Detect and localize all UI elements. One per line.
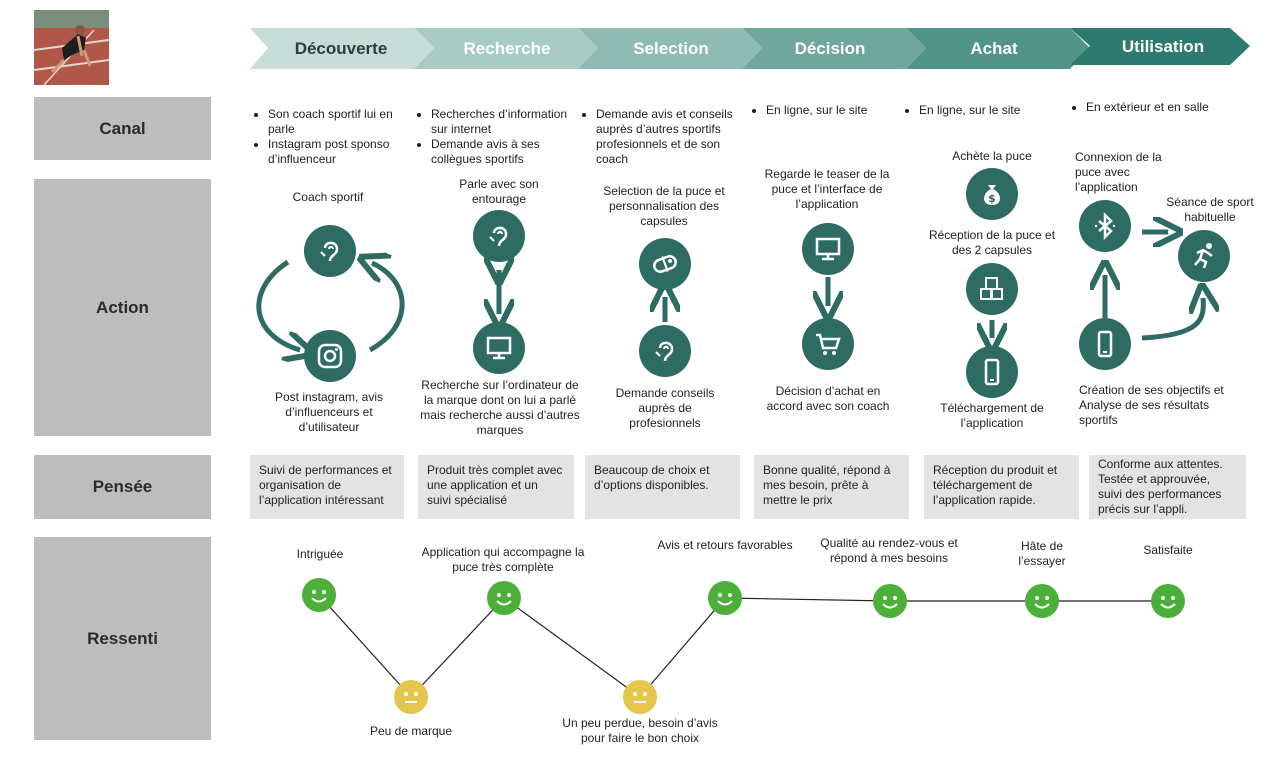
ear-icon: [304, 225, 356, 277]
neutral-face-icon: [623, 680, 657, 714]
row-label-ressenti: Ressenti: [34, 537, 211, 740]
smartphone-icon: [966, 346, 1018, 398]
action-selection-puce: Selection de la puce et personnalisation…: [603, 184, 725, 228]
action-teaser: Regarde le teaser de la puce et l’interf…: [764, 167, 890, 211]
money-bag-icon: $: [966, 168, 1018, 220]
canal-item: Son coach sportif lui en parle: [268, 107, 414, 137]
stage-label: Achat: [970, 38, 1018, 58]
instagram-icon: [304, 330, 356, 382]
runner-icon: [1178, 230, 1230, 282]
happy-face-icon: [708, 581, 742, 615]
canal-item: En ligne, sur le site: [919, 103, 1065, 118]
cycle-arrow-right: [370, 263, 405, 353]
action-reception: Réception de la puce et des 2 capsules: [928, 228, 1056, 257]
ressenti-label: Satisfaite: [1143, 543, 1193, 557]
stage-decouverte: Découverte: [268, 28, 414, 69]
stage-arrow-recherche: [414, 28, 598, 69]
stage-utilisation: Utilisation: [1090, 26, 1236, 67]
action-decision-achat: Décision d’achat en accord avec son coac…: [766, 384, 890, 413]
canal-utilisation: En extérieur et en salle: [1072, 100, 1252, 115]
row-label-pensee: Pensée: [34, 455, 211, 519]
stage-label: Recherche: [463, 38, 551, 58]
athlete-photo: [34, 10, 109, 85]
monitor-icon: [802, 223, 854, 275]
happy-face-icon: [873, 584, 907, 618]
canal-item: Recherches d’information sur internet: [431, 107, 585, 137]
stage-label: Décision: [794, 38, 866, 58]
stage-label: Selection: [633, 38, 709, 58]
happy-face-icon: [1151, 584, 1185, 618]
capsules-icon: [639, 238, 691, 290]
pensee-selection: Beaucoup de choix et d’options disponibl…: [585, 455, 740, 519]
ressenti-label: Un peu perdue, besoin d’avis pour faire …: [562, 716, 718, 745]
action-telechargement: Téléchargement de l’application: [940, 401, 1044, 430]
stage-arrow-decouverte: [250, 28, 434, 69]
stage-arrow-utilisation: [1070, 28, 1250, 65]
canal-decouverte: Son coach sportif lui en parle Instagram…: [254, 107, 414, 167]
stage-arrow-decision: [742, 28, 926, 69]
stage-arrow-selection: [578, 28, 762, 69]
pensee-decouverte: Suivi de performances et organisation de…: [250, 455, 404, 519]
canal-item: Demande avis à ses collègues sportifs: [431, 137, 585, 167]
stage-label: Découverte: [294, 38, 388, 58]
canal-item: En ligne, sur le site: [766, 103, 902, 118]
happy-face-icon: [487, 581, 521, 615]
stage-achat: Achat: [926, 28, 1062, 69]
canal-decision: En ligne, sur le site: [752, 103, 902, 118]
ressenti-label: Application qui accompagne la puce très …: [421, 545, 585, 574]
canal-item: Demande avis et conseils auprès d’autres…: [596, 107, 742, 167]
curve-arrow-utilisation: [1141, 298, 1203, 341]
stage-recherche: Recherche: [434, 28, 580, 69]
cycle-arrow-left: [256, 259, 300, 350]
action-ordinateur: Recherche sur l’ordinateur de la marque …: [420, 378, 580, 437]
action-coach: Coach sportif: [292, 190, 364, 204]
action-entourage: Parle avec son entourage: [459, 177, 539, 206]
row-label-action: Action: [34, 179, 211, 436]
happy-face-icon: [302, 578, 336, 612]
pensee-decision: Bonne qualité, répond à mes besoin, prêt…: [754, 455, 909, 519]
row-label-canal: Canal: [34, 97, 211, 160]
happy-face-icon: [1025, 584, 1059, 618]
boxes-icon: [966, 263, 1018, 315]
action-connexion: Connexion de la puce avec l’application: [1075, 150, 1162, 194]
stage-arrows-background: [250, 28, 1250, 69]
svg-text:$: $: [988, 192, 996, 205]
ressenti-label: Peu de marque: [369, 724, 453, 738]
cart-icon: [802, 318, 854, 370]
canal-item: En extérieur et en salle: [1086, 100, 1252, 115]
action-demande-conseils: Demande conseils auprès de profesionnels: [615, 386, 715, 430]
ressenti-label: Avis et retours favorables: [657, 538, 793, 552]
action-creation: Création de ses objectifs et Analyse de …: [1079, 383, 1224, 427]
stage-selection: Selection: [598, 28, 744, 69]
canal-item: Instagram post sponso d’influenceur: [268, 137, 414, 167]
emotion-curve: [318, 594, 1168, 698]
action-post-instagram: Post instagram, avis d’influenceurs et d…: [274, 390, 384, 434]
monitor-icon: [473, 322, 525, 374]
smartphone-icon: [1079, 318, 1131, 370]
action-seance: Séance de sport habituelle: [1166, 195, 1254, 224]
pensee-achat: Réception du produit et téléchargement d…: [924, 455, 1079, 519]
ressenti-label: Hâte de l’essayer: [1018, 539, 1066, 568]
ear-icon: [473, 210, 525, 262]
ressenti-label: Intriguée: [296, 547, 344, 561]
canal-selection: Demande avis et conseils auprès d’autres…: [582, 107, 742, 167]
pensee-utilisation: Conforme aux attentes. Testée et approuv…: [1089, 455, 1246, 519]
neutral-face-icon: [394, 680, 428, 714]
stage-label: Utilisation: [1121, 36, 1205, 56]
canal-recherche: Recherches d’information sur internet De…: [417, 107, 585, 167]
ear-icon: [639, 325, 691, 377]
ressenti-label: Qualité au rendez-vous et répond à mes b…: [820, 536, 958, 565]
stage-arrow-achat: [906, 28, 1090, 69]
pensee-recherche: Produit très complet avec une applicatio…: [418, 455, 574, 519]
bluetooth-icon: [1079, 200, 1131, 252]
stage-decision: Décision: [762, 28, 898, 69]
action-achete-puce: Achète la puce: [952, 149, 1032, 163]
canal-achat: En ligne, sur le site: [905, 103, 1065, 118]
